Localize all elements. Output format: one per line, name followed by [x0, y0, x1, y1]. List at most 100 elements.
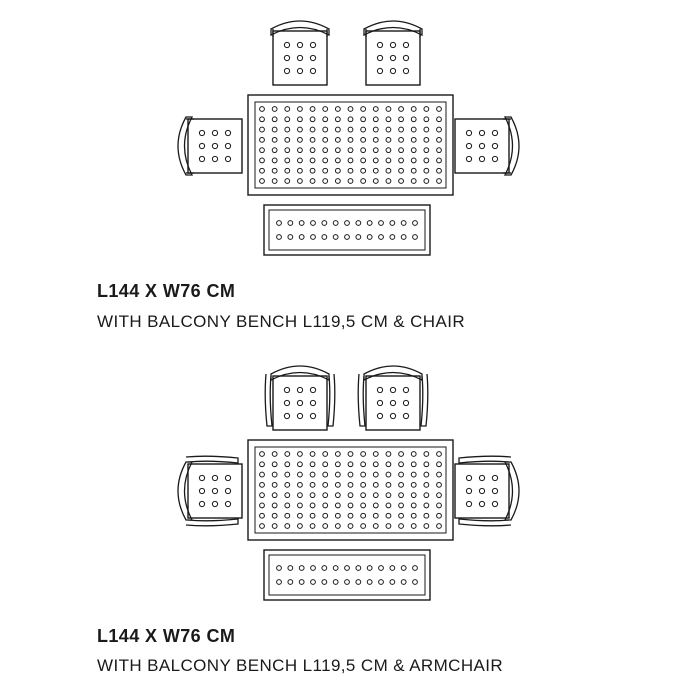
perforation-hole	[410, 481, 417, 488]
perforation-hole	[309, 54, 317, 62]
perforation-hole	[271, 126, 278, 133]
perforation-hole	[259, 502, 265, 509]
perforation-hole	[385, 126, 392, 133]
perforation-hole	[284, 178, 291, 184]
perforation-hole	[402, 399, 410, 407]
perforation-hole	[344, 579, 350, 585]
perforation-hole	[385, 512, 392, 519]
perforation-hole	[360, 116, 367, 123]
perforation-grid	[198, 474, 232, 508]
perforation-hole	[347, 147, 354, 154]
perforation-hole	[259, 512, 265, 519]
perforation-hole	[398, 167, 404, 174]
perforation-hole	[360, 126, 367, 133]
perforation-hole	[402, 41, 410, 49]
perforation-hole	[347, 167, 354, 174]
perforation-hole	[309, 178, 316, 184]
perforation-hole	[284, 106, 291, 112]
backrest	[503, 116, 520, 176]
perforation-hole	[347, 136, 354, 143]
perforation-hole	[398, 523, 404, 529]
perforation-hole	[298, 579, 305, 585]
perforation-hole	[402, 412, 410, 420]
balcony-bench-top-view	[263, 549, 431, 601]
left-armrest	[357, 373, 366, 427]
perforation-hole	[412, 565, 418, 571]
perforation-hole	[259, 451, 265, 457]
backrest	[363, 20, 423, 37]
perforation-hole	[491, 129, 499, 137]
armchair-top-view	[177, 455, 243, 527]
perforation-hole	[334, 147, 341, 154]
perforation-hole	[491, 500, 499, 508]
perforation-hole	[412, 234, 418, 240]
perforation-hole	[423, 167, 430, 174]
perforation-hole	[372, 136, 379, 143]
perforation-hole	[398, 136, 404, 143]
perforation-hole	[491, 474, 499, 482]
perforation-hole	[297, 147, 303, 154]
perforation-hole	[198, 129, 206, 137]
perforation-hole	[211, 129, 219, 137]
perforation-hole	[478, 155, 486, 163]
config-2-description: WITH BALCONY BENCH L119,5 CM & ARMCHAIR	[97, 656, 504, 675]
perforation-hole	[436, 157, 442, 164]
perforation-hole	[334, 157, 341, 164]
perforation-hole	[296, 41, 304, 49]
perforation-hole	[376, 412, 384, 420]
perforation-hole	[372, 116, 379, 123]
perforation-hole	[322, 167, 329, 174]
perforation-hole	[297, 106, 303, 112]
perforation-hole	[423, 502, 430, 509]
perforation-hole	[198, 500, 206, 508]
perforation-hole	[385, 471, 392, 478]
perforation-hole	[284, 136, 291, 143]
perforation-hole	[378, 234, 384, 240]
perforation-hole	[410, 461, 417, 468]
perforation-hole	[332, 234, 339, 240]
perforation-hole	[398, 157, 404, 164]
perforation-hole	[410, 178, 417, 184]
perforation-hole	[309, 386, 317, 394]
perforation-hole	[436, 492, 442, 499]
perforation-hole	[385, 167, 392, 174]
perforation-hole	[334, 126, 341, 133]
plan-configuration-1	[177, 20, 520, 256]
perforation-hole	[385, 481, 392, 488]
perforation-hole	[360, 492, 367, 499]
seat-outline	[454, 118, 510, 174]
perforation-hole	[410, 116, 417, 123]
perforation-hole	[344, 565, 350, 571]
perforation-hole	[322, 116, 329, 123]
perforation-hole	[296, 399, 304, 407]
perforation-hole	[347, 178, 354, 184]
perforation-hole	[297, 167, 303, 174]
seat-outline	[365, 30, 421, 86]
right-armrest	[420, 373, 429, 427]
perforation-hole	[402, 54, 410, 62]
table-outline	[247, 94, 454, 196]
table-outline	[247, 439, 454, 541]
perforation-hole	[332, 579, 339, 585]
perforation-hole	[423, 481, 430, 488]
perforation-grid	[276, 220, 418, 240]
perforation-hole	[287, 579, 294, 585]
perforation-hole	[334, 136, 341, 143]
perforation-hole	[366, 220, 373, 226]
perforation-hole	[385, 523, 392, 529]
perforation-grid	[259, 451, 442, 529]
perforation-hole	[334, 116, 341, 123]
perforation-hole	[436, 502, 442, 509]
perforation-hole	[465, 142, 473, 150]
perforation-hole	[334, 451, 341, 457]
perforation-hole	[287, 565, 294, 571]
perforation-hole	[284, 126, 291, 133]
seat-outline	[365, 375, 421, 431]
perforation-hole	[436, 512, 442, 519]
perforation-hole	[332, 220, 339, 226]
seat-outline	[272, 375, 328, 431]
perforation-hole	[360, 136, 367, 143]
perforation-hole	[310, 220, 316, 226]
perforation-hole	[224, 142, 232, 150]
